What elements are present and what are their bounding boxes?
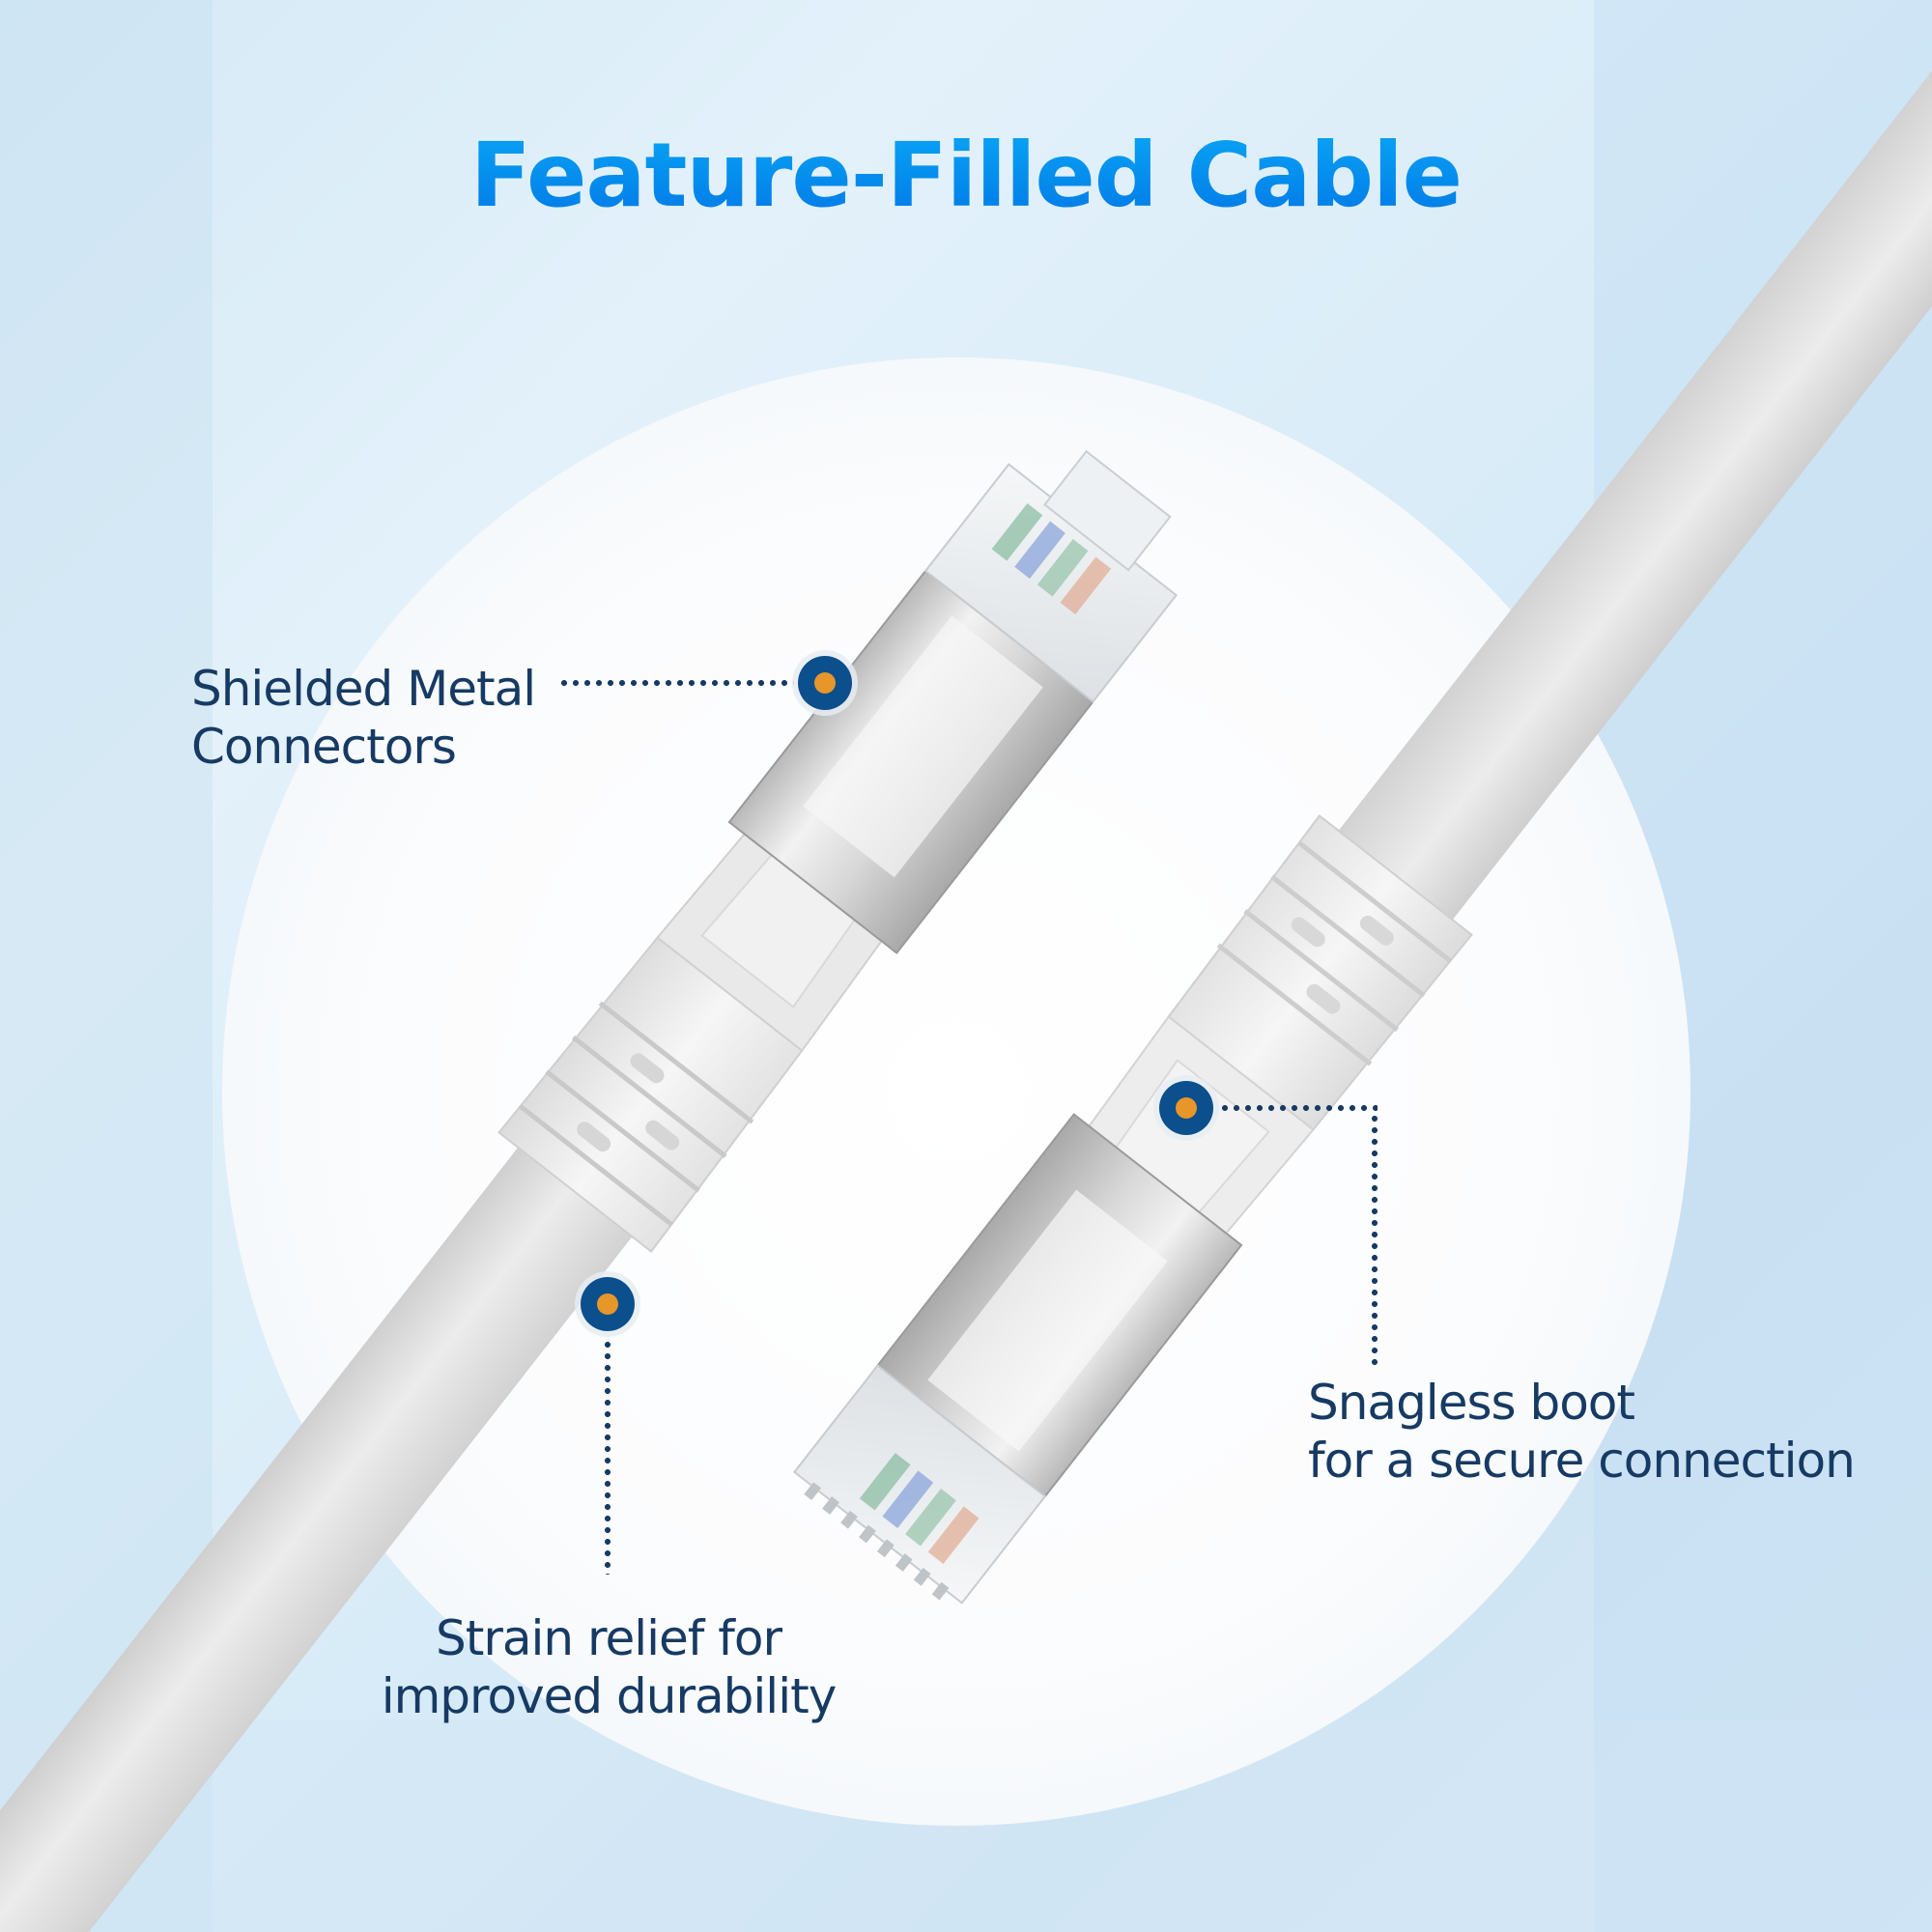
right-cable-assembly bbox=[792, 0, 1932, 1605]
strain-leader-line bbox=[605, 1339, 611, 1575]
callout-line: Shielded Metal bbox=[191, 661, 536, 717]
callout-line: Strain relief for bbox=[435, 1610, 782, 1666]
marker-core bbox=[814, 672, 836, 694]
left-boot-ridges bbox=[518, 1001, 754, 1227]
target-dot-icon bbox=[1159, 1081, 1213, 1135]
page-title: Feature-Filled Cable bbox=[0, 124, 1932, 227]
callout-line: improved durability bbox=[381, 1668, 838, 1724]
target-dot-icon bbox=[581, 1277, 635, 1331]
marker-core bbox=[597, 1293, 618, 1315]
snagless-leader-line-horizontal bbox=[1219, 1105, 1378, 1111]
left-boot-slots bbox=[577, 1053, 680, 1152]
marker-core bbox=[1176, 1097, 1197, 1119]
snagless-leader-line-vertical bbox=[1372, 1113, 1378, 1366]
right-boot-ridges bbox=[1216, 840, 1453, 1066]
callout-line: for a secure connection bbox=[1308, 1433, 1856, 1489]
left-cable-assembly bbox=[0, 449, 1179, 1932]
right-cable-jacket bbox=[1308, 0, 1932, 958]
left-cable-jacket bbox=[0, 1109, 663, 1932]
callout-line: Snagless boot bbox=[1308, 1375, 1635, 1431]
right-wire-colors bbox=[859, 1452, 980, 1564]
right-boot-slots bbox=[1291, 915, 1394, 1014]
callout-shielded-metal-connectors: Shielded Metal Connectors bbox=[191, 660, 536, 776]
shielded-leader-line bbox=[558, 680, 794, 686]
callout-strain-relief: Strain relief for improved durability bbox=[367, 1609, 850, 1725]
target-dot-icon bbox=[798, 656, 852, 710]
callout-line: Connectors bbox=[191, 719, 457, 775]
right-contact-pins bbox=[804, 1482, 950, 1601]
left-wire-colors bbox=[991, 503, 1112, 615]
callout-snagless-boot: Snagless boot for a secure connection bbox=[1308, 1374, 1856, 1490]
